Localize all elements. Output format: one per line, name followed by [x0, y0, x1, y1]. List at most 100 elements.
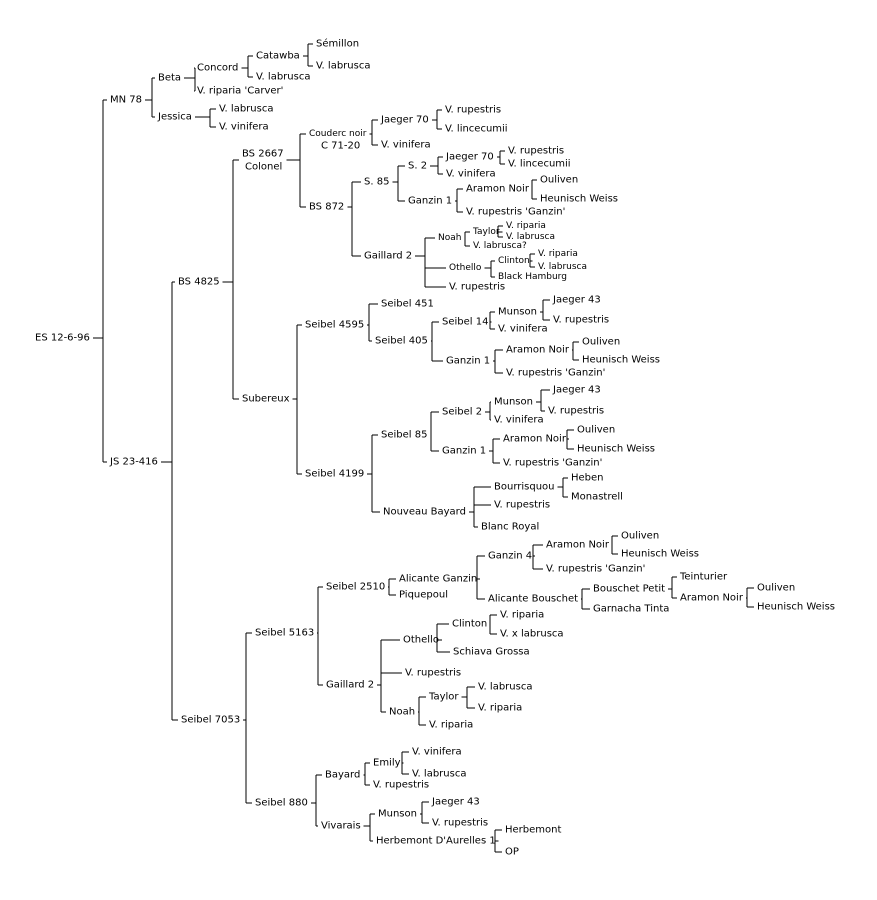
node-seibel-7053-76: Seibel 7053	[181, 715, 240, 726]
node-heunisch-weiss-56: Heunisch Weiss	[582, 355, 660, 366]
node-seibel-880-105: Seibel 880	[255, 798, 308, 809]
node-v-lincecumii-18: V. lincecumii	[445, 124, 508, 135]
node-v-rupestris-99: V. rupestris	[405, 668, 461, 679]
node-munson-49: Munson	[498, 307, 537, 318]
node-seibel-85-59: Seibel 85	[381, 430, 427, 441]
node-ganzin-1-53: Ganzin 1	[446, 356, 490, 367]
node-v-labrusca-36: V. labrusca	[506, 232, 555, 242]
node-v-lincecumii-25: V. lincecumii	[508, 159, 571, 170]
node-ouliven-55: Ouliven	[582, 337, 620, 348]
node-alicante-ganzin-79: Alicante Ganzin	[399, 574, 477, 585]
node-vivarais-111: Vivarais	[321, 821, 361, 832]
node-couderc-noir-c-71-20-15-line2: C 71-20	[321, 141, 360, 152]
node-v-rupestris-110: V. rupestris	[373, 780, 429, 791]
node-v-rupestris-114: V. rupestris	[432, 818, 488, 829]
node-seibel-5163-77: Seibel 5163	[255, 628, 314, 639]
node-catawba-4: Catawba	[256, 51, 300, 62]
node-s-2-22: S. 2	[408, 161, 427, 172]
node-bs-4825-13: BS 4825	[178, 277, 220, 288]
node-bourrisquou-71: Bourrisquou	[494, 482, 555, 493]
node-heben-72: Heben	[571, 473, 604, 484]
node-v-vinifera-108: V. vinifera	[412, 747, 462, 758]
node-seibel-405-47: Seibel 405	[375, 336, 428, 347]
node-blanc-royal-75: Blanc Royal	[481, 522, 539, 533]
node-concord-3: Concord	[197, 63, 238, 74]
node-taylor-34: Taylor	[472, 227, 500, 237]
node-black-hamburg-42: Black Hamburg	[498, 272, 567, 282]
node-ganzin-4-80: Ganzin 4	[488, 551, 532, 562]
node-noah-33: Noah	[438, 233, 461, 243]
node-v-rupestris-ganzin-57: V. rupestris 'Ganzin'	[506, 368, 605, 379]
node-v-labrusca-7: V. labrusca	[256, 72, 310, 83]
node-aramon-noir-54: Aramon Noir	[506, 345, 570, 356]
node-v-rupestris-63: V. rupestris	[548, 406, 604, 417]
node-alicante-bouschet-85: Alicante Bouschet	[488, 594, 578, 605]
node-othello-94: Othello	[403, 635, 439, 646]
node-v-labrusca-37: V. labrusca?	[473, 241, 527, 251]
node-v-rupestris-24: V. rupestris	[508, 146, 564, 157]
node-aramon-noir-81: Aramon Noir	[546, 540, 610, 551]
node-ganzin-1-27: Ganzin 1	[408, 196, 452, 207]
node-emily-107: Emily	[373, 758, 401, 769]
node-schiava-grossa-98: Schiava Grossa	[453, 647, 530, 658]
node-heunisch-weiss-30: Heunisch Weiss	[540, 194, 618, 205]
node-noah-100: Noah	[389, 707, 415, 718]
node-jaeger-43-62: Jaeger 43	[552, 385, 601, 396]
node-s-85-21: S. 85	[364, 177, 389, 188]
node-v-rupestris-ganzin-84: V. rupestris 'Ganzin'	[546, 564, 645, 575]
node-herbemont-daurelles-1-115: Herbemont D'Aurelles 1	[376, 836, 496, 847]
node-v-labrusca-41: V. labrusca	[538, 262, 587, 272]
node-ouliven-82: Ouliven	[621, 531, 659, 542]
node-munson-61: Munson	[494, 397, 533, 408]
node-v-labrusca-102: V. labrusca	[478, 682, 532, 693]
node-bs-872-20: BS 872	[309, 202, 344, 213]
node-jessica-9: Jessica	[157, 112, 192, 123]
node-nouveau-bayard-70: Nouveau Bayard	[383, 507, 466, 518]
node-es-12-6-96-0: ES 12-6-96	[35, 333, 90, 344]
node-seibel-2-60: Seibel 2	[442, 407, 482, 418]
node-v-riparia-carver-8: V. riparia 'Carver'	[197, 86, 283, 97]
node-v-rupestris-74: V. rupestris	[494, 500, 550, 511]
node-othello-38: Othello	[449, 263, 482, 273]
node-v-riparia-40: V. riparia	[538, 249, 578, 259]
node-jaeger-43-113: Jaeger 43	[431, 797, 480, 808]
node-v-vinifera-64: V. vinifera	[494, 415, 544, 426]
node-teinturier-87: Teinturier	[679, 572, 728, 583]
node-seibel-451-46: Seibel 451	[381, 299, 434, 310]
node-jaeger-70-16: Jaeger 70	[380, 115, 429, 126]
node-subereux-44: Subereux	[242, 394, 290, 405]
node-heunisch-weiss-68: Heunisch Weiss	[577, 444, 655, 455]
node-v-rupestris-ganzin-69: V. rupestris 'Ganzin'	[503, 458, 602, 469]
node-munson-112: Munson	[378, 809, 417, 820]
node-mn-78-1: MN 78	[110, 95, 142, 106]
node-heunisch-weiss-90: Heunisch Weiss	[757, 602, 835, 613]
node-aramon-noir-88: Aramon Noir	[680, 593, 744, 604]
node-v-vinifera-26: V. vinifera	[446, 169, 496, 180]
node-bs-2667-colonel-14-line2: Colonel	[245, 162, 282, 173]
node-herbemont-116: Herbemont	[505, 825, 561, 836]
node-op-117: OP	[505, 847, 519, 858]
node-couderc-noir-c-71-20-15: Couderc noir	[309, 129, 367, 139]
node-js-23-416-12: JS 23-416	[109, 457, 158, 468]
node-seibel-2510-78: Seibel 2510	[326, 582, 385, 593]
node-v-riparia-103: V. riparia	[478, 703, 522, 714]
node-clinton-95: Clinton	[452, 619, 487, 630]
node-s-millon-5: Sémillon	[316, 38, 359, 50]
node-jaeger-70-23: Jaeger 70	[445, 152, 494, 163]
node-piquepoul-92: Piquepoul	[399, 590, 448, 601]
node-clinton-39: Clinton	[498, 256, 530, 266]
node-seibel-4199-58: Seibel 4199	[305, 469, 364, 480]
node-v-vinifera-52: V. vinifera	[498, 324, 548, 335]
node-v-vinifera-11: V. vinifera	[219, 122, 269, 133]
node-beta-2: Beta	[158, 73, 181, 84]
node-v-rupestris-43: V. rupestris	[449, 282, 505, 293]
node-v-x-labrusca-97: V. x labrusca	[500, 629, 564, 640]
node-v-rupestris-51: V. rupestris	[553, 315, 609, 326]
node-jaeger-43-50: Jaeger 43	[552, 295, 601, 306]
node-v-riparia-35: V. riparia	[506, 221, 546, 231]
node-v-labrusca-10: V. labrusca	[219, 104, 273, 115]
node-v-riparia-96: V. riparia	[500, 610, 544, 621]
node-ouliven-67: Ouliven	[577, 425, 615, 436]
node-garnacha-tinta-91: Garnacha Tinta	[593, 604, 669, 615]
